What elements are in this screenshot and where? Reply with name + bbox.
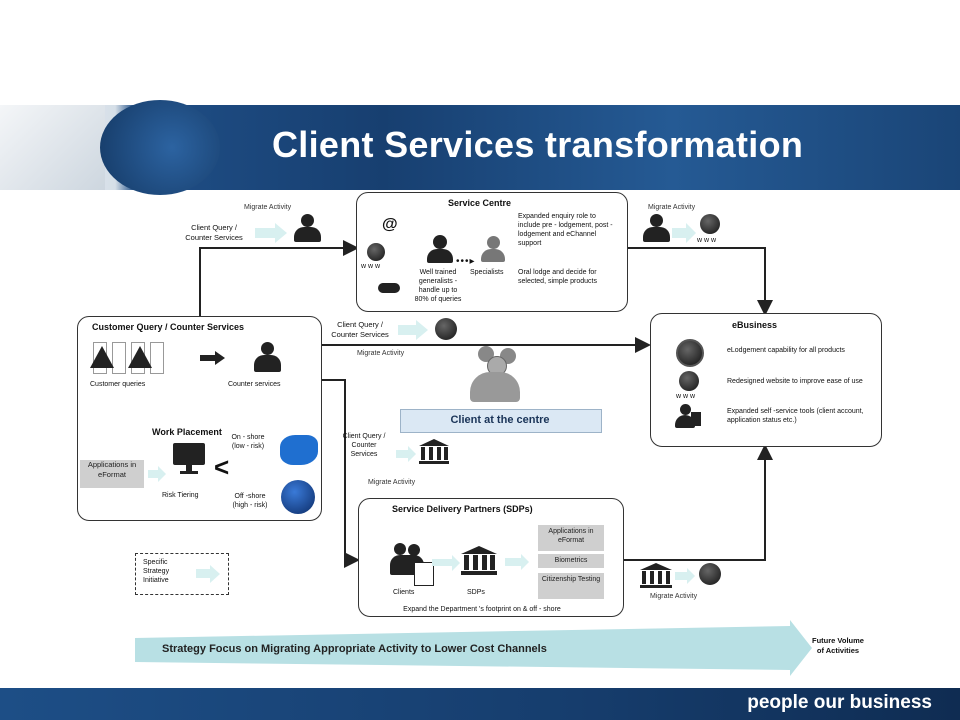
service-centre-title: Service Centre <box>448 198 512 208</box>
offshore-label: Off -shore (high - risk) <box>232 493 268 509</box>
ebusiness-item1: eLodgement capability for all products <box>727 347 845 354</box>
client-group-icon <box>470 346 520 404</box>
computer-icon <box>173 443 205 465</box>
migrate-arrow-icon <box>408 446 416 462</box>
work-placement-title: Work Placement <box>152 427 222 437</box>
migrate-arrow-icon <box>158 466 166 482</box>
counter-services-label: Counter services <box>228 381 281 388</box>
sdp-bank-icon <box>461 546 497 576</box>
www-label: w w w <box>361 263 381 270</box>
bottom-right-migrate-label: Migrate Activity <box>650 593 698 600</box>
biometrics-box: Biometrics <box>538 554 604 568</box>
sdp-title: Service Delivery Partners (SDPs) <box>392 504 533 514</box>
www-label: w w w <box>697 237 717 244</box>
middle-migrate-label: Migrate Activity <box>357 350 405 357</box>
sdp-applications-box: Applications in eFormat <box>538 525 604 551</box>
specialist-icon <box>480 236 506 264</box>
ebusiness-title: eBusiness <box>732 320 778 330</box>
page-title: Client Services transformation <box>272 124 804 165</box>
footer-tagline: people our business <box>747 692 932 714</box>
arrow-icon <box>200 355 216 361</box>
specific-strategy-box <box>135 553 229 595</box>
document-icon <box>414 562 434 586</box>
counter-person-icon <box>641 214 671 244</box>
service-centre-desc2: Oral lodge and decide for selected, simp… <box>518 269 597 285</box>
migrate-arrow-icon <box>432 559 452 566</box>
migrate-arrow-icon <box>255 228 275 238</box>
elodgement-icon <box>676 339 704 367</box>
globe-icon <box>435 318 457 340</box>
migrate-arrow-icon <box>275 223 287 243</box>
generalist-icon <box>426 235 454 265</box>
australia-map-icon <box>280 435 318 465</box>
bank-icon <box>640 563 672 589</box>
banner-left-panel <box>0 105 105 190</box>
ebusiness-item3: Expanded self -service tools (client acc… <box>727 408 864 424</box>
strategy-label: Strategy Focus on Migrating Appropriate … <box>162 643 547 655</box>
migrate-arrow-icon <box>196 569 210 578</box>
self-service-icon <box>675 404 701 430</box>
migrate-arrow-icon <box>672 228 686 238</box>
generalists-label: Well trained generalists - handle up to … <box>414 269 462 303</box>
citizenship-testing-box: Citizenship Testing <box>538 573 604 599</box>
sdps-label: SDPs <box>467 589 485 596</box>
at-icon: @ <box>382 216 398 233</box>
applications-eformat-box: Applications in eFormat <box>80 460 144 488</box>
counter-services-icon <box>252 342 282 374</box>
migrate-arrow-icon <box>398 325 416 335</box>
sdp-expand-label: Expand the Department 's footprint on & … <box>403 606 561 613</box>
onshore-label: On - shore (low - risk) <box>231 434 265 450</box>
dots-icon: •••▸ <box>456 256 476 267</box>
globe-icon <box>367 243 385 261</box>
globe-icon <box>700 214 720 234</box>
service-centre-desc1: Expanded enquiry role to include pre - l… <box>518 213 613 247</box>
migrate-arrow-icon <box>521 554 529 570</box>
tagline-text: people our business <box>747 692 932 713</box>
client-at-centre-label: Client at the centre <box>450 414 550 426</box>
counter-person-icon <box>292 214 322 244</box>
clients-label: Clients <box>393 589 415 596</box>
middle-migrate2-label: Migrate Activity <box>368 479 416 486</box>
footer-band <box>0 688 960 720</box>
future-volume-label: Future Volume of Activities <box>812 636 864 655</box>
world-globe-icon <box>281 480 315 514</box>
www-label: w w w <box>676 393 696 400</box>
top-right-migrate-label: Migrate Activity <box>648 204 696 211</box>
migrate-arrow-icon <box>675 572 687 580</box>
ebusiness-item2: Redesigned website to improve ease of us… <box>727 378 863 385</box>
top-left-query-label: Client Query / Counter Services <box>185 223 243 242</box>
migrate-arrow-icon <box>148 470 158 478</box>
top-left-migrate-label: Migrate Activity <box>244 204 292 211</box>
customer-queries-label: Customer queries <box>90 381 146 388</box>
risk-tiering-label: Risk Tiering <box>162 492 199 499</box>
migrate-arrow-icon <box>416 320 428 340</box>
bank-icon <box>419 439 449 465</box>
computer-base-icon <box>180 471 198 474</box>
migrate-arrow-icon <box>210 565 220 583</box>
migrate-arrow-icon <box>686 223 696 243</box>
customer-query-title: Customer Query / Counter Services <box>92 322 245 332</box>
migrate-arrow-icon <box>687 568 695 584</box>
migrate-arrow-icon <box>396 450 408 458</box>
client-at-centre-box <box>400 409 602 433</box>
specific-strategy-label: Specific Strategy Initiative <box>143 559 170 584</box>
phone-icon <box>378 283 400 293</box>
globe-icon <box>699 563 721 585</box>
middle-query2-label: Client Query / Counter Services <box>342 433 386 458</box>
banner-curve <box>100 100 220 195</box>
fork-icon: < <box>214 452 230 482</box>
customer-queries-icon <box>90 342 165 374</box>
specialists-label: Specialists <box>470 269 504 276</box>
globe-icon <box>679 371 699 391</box>
middle-query-label: Client Query / Counter Services <box>331 320 389 339</box>
computer-stand-icon <box>186 465 192 471</box>
arrow-icon <box>215 351 225 365</box>
migrate-arrow-icon <box>452 555 460 571</box>
migrate-arrow-icon <box>505 558 521 566</box>
